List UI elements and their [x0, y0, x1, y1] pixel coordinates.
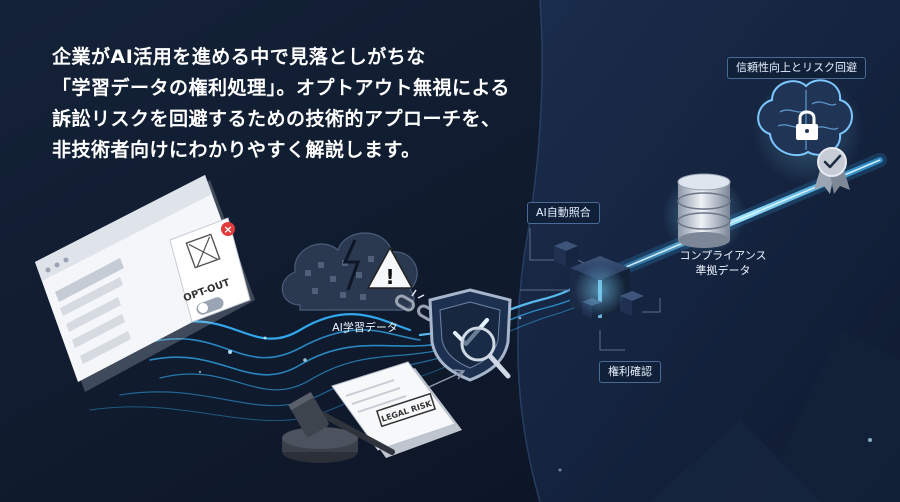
ai-auto-matching-label: AI自動照合 [527, 202, 600, 224]
headline-line-3: 訴訟リスクを回避するための技術的アプローチを、 [52, 108, 501, 130]
headline-line-2: 「学習データの権利処理」。オプトアウト無視による [52, 77, 510, 99]
ai-training-data-label: AI学習データ [332, 321, 398, 334]
database-icon [662, 173, 746, 257]
error-badge-icon: × [221, 222, 235, 236]
headline-line-4: 非技術者向けにわかりやすく解説します。 [52, 139, 421, 161]
legal-document-icon: LEGAL RISK [331, 361, 462, 458]
headline-line-1: 企業がAI活用を進める中で見落としがちな [52, 46, 426, 68]
warning-icon: ! [366, 246, 414, 289]
reliability-label: 信頼性向上とリスク回避 [727, 57, 866, 79]
opt-out-toggle-icon: OPT-OUT [169, 217, 251, 323]
certificate-badge-icon [814, 147, 850, 194]
gavel-icon [282, 392, 395, 463]
rights-check-label: 権利確認 [599, 361, 661, 383]
headline: 企業がAI活用を進める中で見落としがちな 「学習データの権利処理」。オプトアウト… [52, 42, 510, 166]
cube-network-icon [520, 228, 661, 351]
magnifier-icon [460, 326, 511, 379]
error-glyph: × [223, 223, 232, 236]
brain-lock-icon [752, 74, 864, 186]
compliant-data-label: コンプライアンス 準拠データ [679, 249, 767, 277]
warning-glyph: ! [385, 265, 394, 289]
pixel-cloud-icon [281, 232, 418, 311]
